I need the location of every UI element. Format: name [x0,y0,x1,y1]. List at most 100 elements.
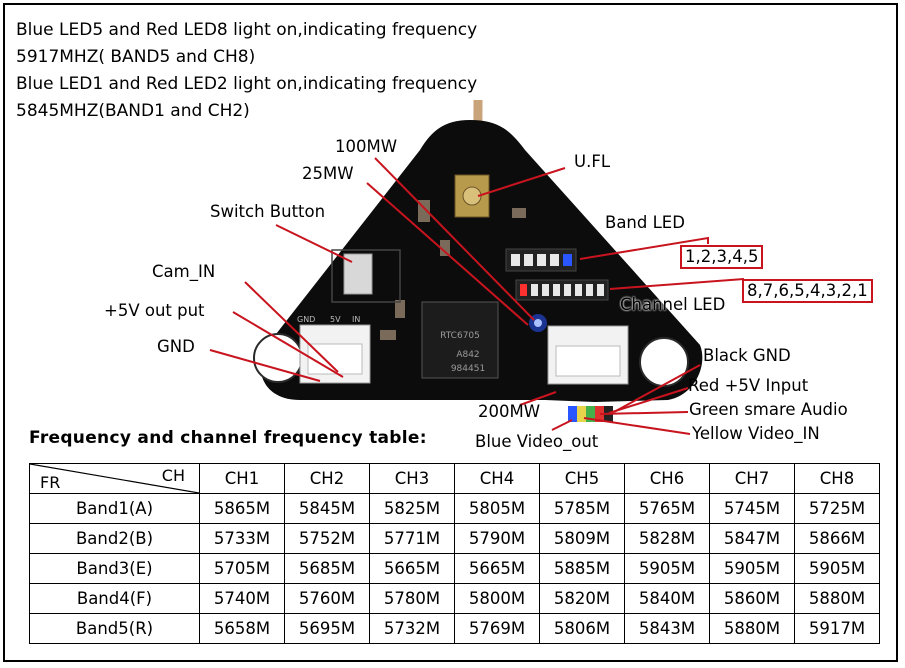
band-leds [511,254,572,266]
frequency-cell: 5885M [539,553,625,584]
frequency-cell: 5880M [709,613,795,644]
frequency-cell: 5658M [199,613,285,644]
frequency-cell: 5905M [624,553,710,584]
pad-label-5v: 5V [330,315,341,324]
channel-leds [520,284,604,296]
row-header-band: Band3(E) [29,553,200,584]
component [512,208,526,218]
frequency-cell: 5905M [709,553,795,584]
table-header-row: CH FR CH1 CH2 CH3 CH4 CH5 CH6 CH7 CH8 [29,463,880,494]
channel-led [520,284,527,296]
image-frame [3,3,898,662]
channel-led [564,284,571,296]
frequency-cell: 5785M [539,493,625,524]
label-100mw: 100MW [335,137,398,156]
table-title: Frequency and channel frequency table: [29,428,427,448]
column-header: CH7 [709,463,795,494]
frequency-cell: 5820M [539,583,625,614]
frequency-cell: 5865M [199,493,285,524]
label-200mw: 200MW [478,402,541,421]
chip-text-3: 984451 [451,364,485,374]
frequency-cell: 5840M [624,583,710,614]
channel-led [575,284,582,296]
frequency-cell: 5828M [624,523,710,554]
wire-yellow [577,406,586,422]
component [380,330,396,340]
column-header: CH2 [284,463,370,494]
frequency-cell: 5905M [794,553,880,584]
frequency-cell: 5752M [284,523,370,554]
frequency-cell: 5665M [454,553,540,584]
frequency-cell: 5725M [794,493,880,524]
label-channel-led: Channel LED [620,295,726,314]
table-corner-cell: CH FR [29,463,200,494]
wire-blue [568,406,577,422]
label-5v-output: +5V out put [104,301,205,320]
callout-lines [209,157,745,435]
frequency-cell: 5685M [284,553,370,584]
frequency-cell: 5790M [454,523,540,554]
frequency-cell: 5917M [794,613,880,644]
column-header: CH6 [624,463,710,494]
row-header-band: Band2(B) [29,523,200,554]
frequency-cell: 5847M [709,523,795,554]
frequency-cell: 5705M [199,553,285,584]
frequency-cell: 5695M [284,613,370,644]
frequency-cell: 5866M [794,523,880,554]
chip-text-2: A842 [456,350,479,360]
band-led [537,254,546,266]
label-band-led: Band LED [605,213,685,232]
frequency-cell: 5860M [709,583,795,614]
band-led [511,254,520,266]
corner-ch-label: CH [161,466,185,485]
label-blue-video-out: Blue Video_out [475,432,599,451]
corner-fr-label: FR [40,473,61,492]
component [395,300,405,318]
pad-label-in: IN [352,315,360,324]
band-led [563,254,572,266]
frequency-cell: 5733M [199,523,285,554]
frequency-cell: 5780M [369,583,455,614]
row-header-band: Band5(R) [29,613,200,644]
intro-line-2: 5917MHZ( BAND5 and CH8) [16,47,256,67]
frequency-cell: 5880M [794,583,880,614]
wire-green [586,406,595,422]
label-black-gnd: Black GND [703,346,791,365]
frequency-cell: 5771M [369,523,455,554]
rtc-chip [421,301,499,379]
label-switch-button: Switch Button [210,202,326,221]
label-green-audio: Green smare Audio [689,400,848,419]
label-yellow-video-in: Yellow Video_IN [692,424,820,443]
frequency-cell: 5665M [369,553,455,584]
output-connector-inner [555,345,621,377]
frequency-cell: 5745M [709,493,795,524]
channel-led [542,284,549,296]
column-header: CH3 [369,463,455,494]
intro-line-3: Blue LED1 and Red LED2 light on,indicati… [16,74,478,94]
switch-outline [331,249,401,303]
channel-led [531,284,538,296]
mounting-hole-right [639,337,689,387]
frequency-cell: 5805M [454,493,540,524]
column-header: CH8 [794,463,880,494]
channel-led-values-box: 8,7,6,5,4,3,2,1 [742,279,873,303]
corner-diagonal [30,464,199,493]
intro-line-1: Blue LED5 and Red LED8 light on,indicati… [16,20,478,40]
wire-red [595,406,604,422]
column-header: CH4 [454,463,540,494]
label-25mw: 25MW [302,164,354,183]
column-header: CH1 [199,463,285,494]
frequency-table: CH FR CH1 CH2 CH3 CH4 CH5 CH6 CH7 CH8 Ba… [29,463,880,644]
pcb-diagram: RTC6705 A842 984451 GND 5V IN [209,99,745,435]
pad-label-gnd: GND [297,315,315,324]
band-led [550,254,559,266]
chip-text-1: RTC6705 [440,331,480,341]
frequency-cell: 5806M [539,613,625,644]
frequency-cell: 5732M [369,613,455,644]
intro-line-4: 5845MHZ(BAND1 and CH2) [16,101,250,121]
